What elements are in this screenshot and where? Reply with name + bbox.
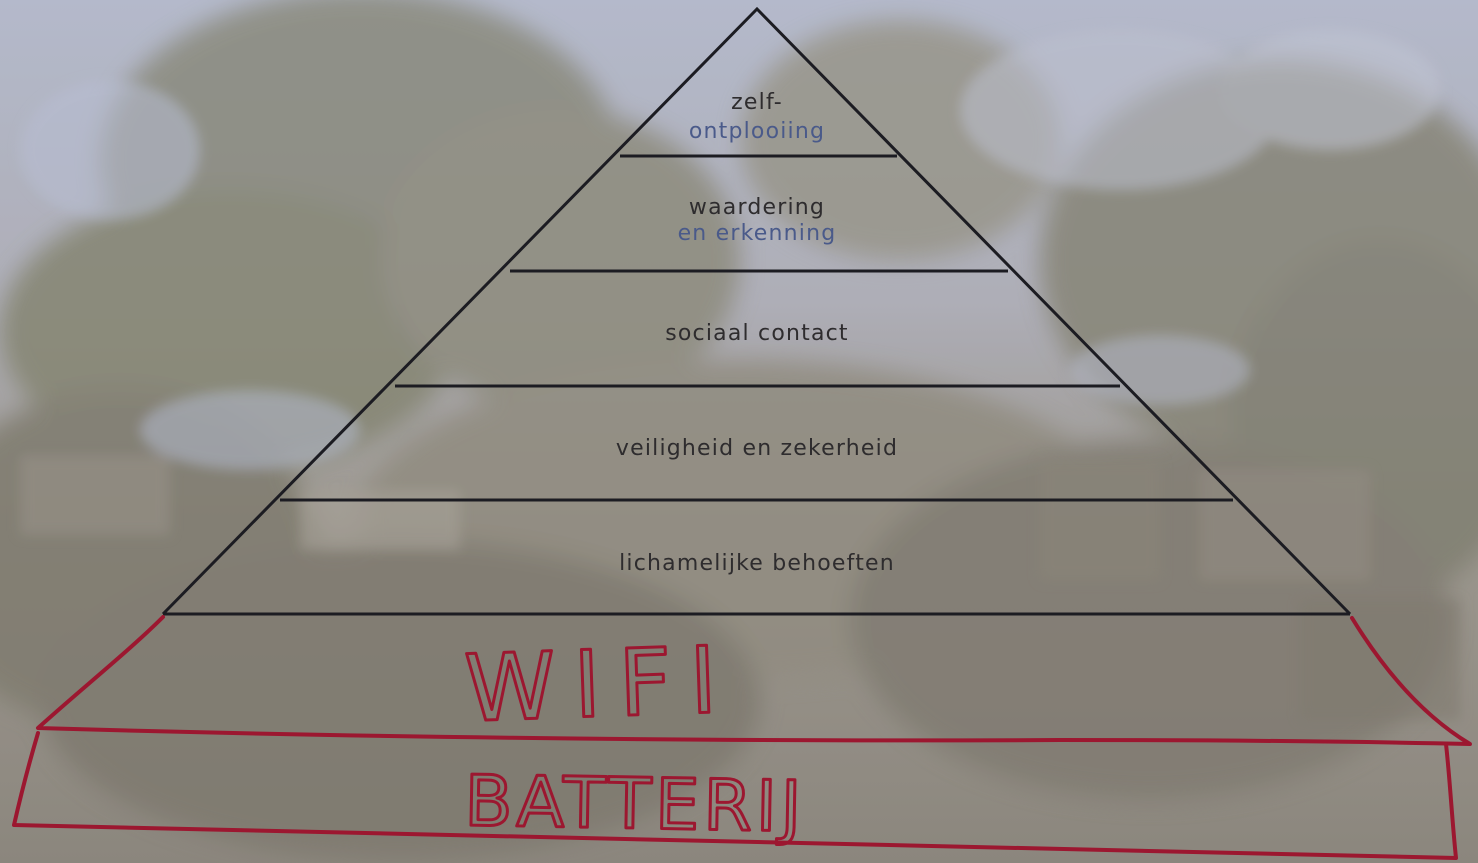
- pyramid-level-4: veiligheid en zekerheid: [616, 436, 898, 461]
- level-2-line-1: waardering: [689, 195, 825, 220]
- pyramid-outline: [161, 6, 1352, 616]
- level-1-line-1: zelf-: [731, 90, 783, 115]
- pyramid-sides: [161, 6, 1352, 616]
- pyramid-level-5: lichamelijke behoeften: [619, 551, 895, 576]
- wifi-level-outline: [36, 615, 1472, 746]
- pyramid-level-3: sociaal contact: [665, 321, 849, 346]
- level-2-line-2: en erkenning: [678, 221, 837, 246]
- level-5-line-1: lichamelijke behoeften: [619, 551, 895, 576]
- level-1-line-2: ontplooiing: [689, 119, 825, 144]
- level-4-line-1: veiligheid en zekerheid: [616, 436, 898, 461]
- batterij-handwritten-label: BATTERIJ: [464, 760, 806, 848]
- pyramid-level-2: waardering en erkenning: [678, 195, 837, 246]
- pyramid-level-1: zelf- ontplooiing: [689, 90, 825, 144]
- level-3-line-1: sociaal contact: [665, 321, 849, 346]
- wifi-handwritten-label: WIFI: [463, 626, 737, 742]
